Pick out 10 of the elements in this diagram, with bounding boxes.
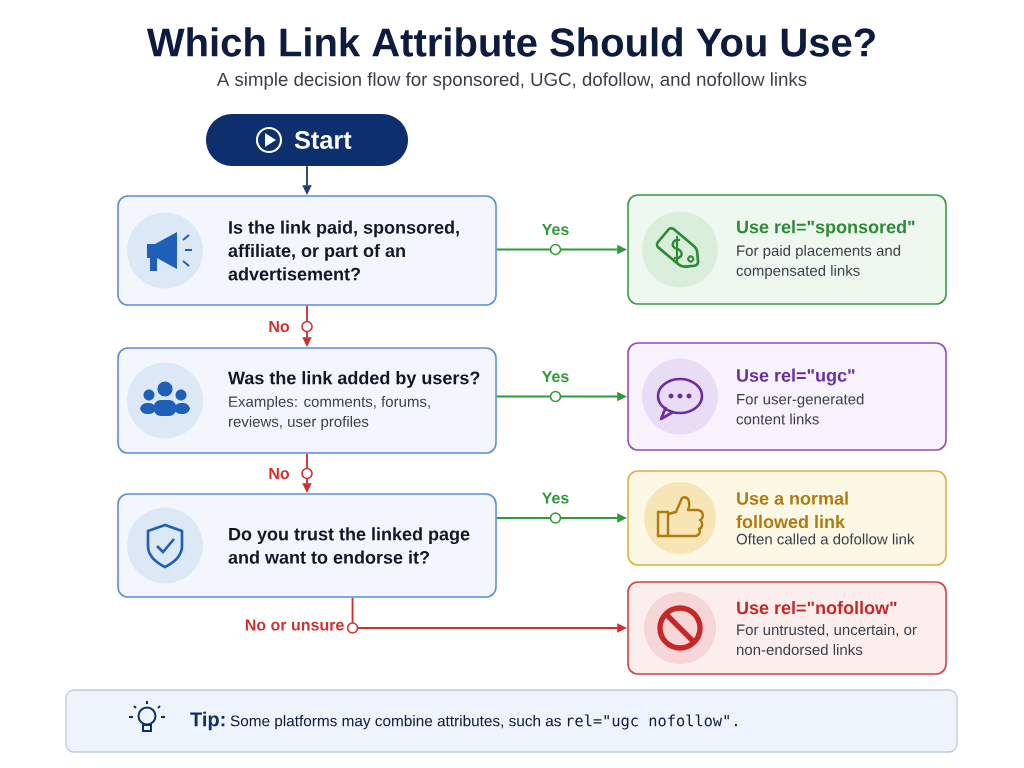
subtitle: A simple decision flow for sponsored, UGC, dofollow, and nofollow links (216, 72, 807, 90)
edge-label: No or unsure (243, 618, 346, 632)
edge-label: No (267, 319, 291, 334)
edge-label: Yes (540, 369, 571, 384)
title: Which Link Attribute Should You Use? (146, 27, 875, 57)
edge-label: Yes (540, 491, 571, 505)
tip-box: Tip: Some platforms may combine attributes, such as rel="ugc nofollow". (65, 689, 958, 753)
edge-label: No (267, 466, 291, 481)
edge-label: Yes (540, 222, 571, 237)
start-terminal: Start (206, 114, 408, 166)
